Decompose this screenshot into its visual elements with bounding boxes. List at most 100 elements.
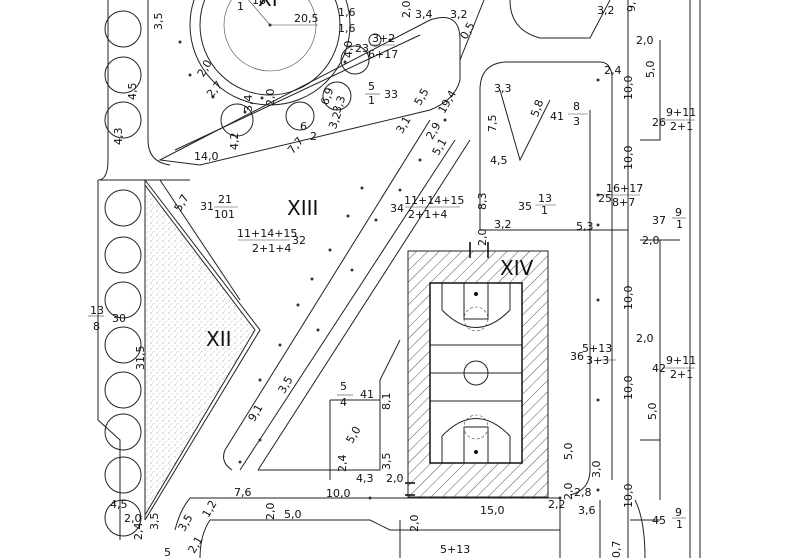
- fraction-bars: [88, 44, 695, 519]
- dim-label: 45: [652, 514, 666, 527]
- dim-label: 2,7: [204, 79, 225, 101]
- dim-label: 30: [112, 312, 126, 325]
- dim-label: 8: [93, 320, 100, 333]
- trees-plaza-ring: [220, 33, 382, 137]
- dim-label: 3,2: [326, 110, 344, 131]
- dim-label: 3,5: [276, 374, 296, 396]
- round-plaza: [189, 0, 351, 106]
- dim-label: 5,0: [344, 424, 364, 446]
- dim-label: 10,0: [622, 484, 635, 509]
- dim-label: 2,0: [400, 1, 413, 19]
- dim-label: 2,0: [636, 332, 654, 345]
- dim-label: 2,0: [476, 229, 489, 247]
- dim-label: 3,2: [450, 8, 468, 21]
- dim-label: 35: [518, 200, 532, 213]
- dimension-labels: 1 18 20,5 1,6 1,6 2,0 3,4 3,2 0,5 3,2 9,…: [90, 0, 696, 558]
- dim-label: 10,0: [622, 286, 635, 311]
- dim-label: 5,0: [646, 403, 659, 421]
- dim-label: 1: [541, 204, 548, 217]
- dim-label: 4,5: [126, 83, 139, 101]
- dim-label: 2,0: [562, 483, 575, 501]
- dim-label: 9,1: [625, 0, 638, 12]
- dim-label: 2+1: [670, 368, 693, 381]
- dim-label: 5,3: [576, 220, 594, 233]
- dim-label: 2,2: [548, 498, 566, 511]
- dim-label: 5,7: [172, 192, 192, 214]
- dim-label: 42: [652, 362, 666, 375]
- dim-label: 0,7: [610, 541, 623, 558]
- dim-label: 1: [676, 518, 683, 531]
- dim-label: 10,0: [326, 487, 351, 500]
- dim-label: 3,0: [590, 461, 603, 479]
- basketball-court: [405, 242, 549, 498]
- dim-label: 8+7: [612, 196, 635, 209]
- dim-label: 21: [218, 193, 232, 206]
- dim-label: 5+13: [440, 543, 470, 556]
- dim-label: 33: [384, 88, 398, 101]
- dim-label: 5: [340, 380, 347, 393]
- dim-label: 36: [570, 350, 584, 363]
- dim-label: 5+13: [582, 342, 612, 355]
- dim-label: 13: [538, 192, 552, 205]
- dim-label: 1,6: [338, 6, 356, 19]
- stake-points: [178, 23, 600, 500]
- dim-label: 3,4: [415, 8, 433, 21]
- dim-label: 2,8: [574, 486, 592, 499]
- dim-label: 11+14+15: [404, 194, 464, 207]
- dim-label: 41: [550, 110, 564, 123]
- dim-label: 18: [252, 0, 266, 7]
- dim-label: 4,3: [356, 472, 374, 485]
- dim-label: 2,0: [642, 234, 660, 247]
- dim-label: 2,0: [636, 34, 654, 47]
- dim-label: 16+17: [606, 182, 643, 195]
- dim-label: 3,2: [597, 4, 615, 17]
- dim-label: 4: [340, 396, 347, 409]
- dim-label: 4,0: [342, 41, 355, 59]
- dim-label: 4,5: [490, 154, 508, 167]
- dim-label: 3,5: [152, 13, 165, 31]
- dim-label: 3+2: [372, 32, 395, 45]
- dim-label: 3: [573, 115, 580, 128]
- dim-label: 8,1: [380, 393, 393, 411]
- dim-label: 2+1: [670, 120, 693, 133]
- zone-label-xi: XI: [258, 0, 278, 11]
- dim-label: 2: [310, 130, 317, 143]
- dim-label: 25: [598, 192, 612, 205]
- dim-label: 2,4: [336, 455, 349, 473]
- dim-label: 5,0: [644, 61, 657, 79]
- dim-label: 34: [390, 202, 404, 215]
- dim-label: 2,0: [386, 472, 404, 485]
- dim-label: 5,8: [528, 98, 546, 119]
- dim-label: 6+17: [368, 48, 398, 61]
- dim-label: 2+1+4: [252, 242, 291, 255]
- dim-label: 3,3: [330, 94, 348, 115]
- dim-label: 32: [292, 234, 306, 247]
- dim-label: 4,5: [110, 498, 128, 511]
- zone-label-xiv: XIV: [500, 256, 534, 280]
- dim-label: 3,3: [494, 82, 512, 95]
- dim-label: 5,5: [412, 86, 432, 108]
- dim-label: 9+11: [666, 354, 696, 367]
- dim-label: 1,6: [338, 22, 356, 35]
- dim-label: 9: [675, 206, 682, 219]
- dim-label: 8,3: [476, 193, 489, 211]
- dim-label: 31,5: [134, 346, 147, 371]
- dim-label: 3,5: [148, 513, 161, 531]
- road-network: [97, 0, 701, 558]
- dim-label: 6,9: [318, 86, 336, 107]
- dim-label: 9,1: [246, 402, 266, 424]
- dim-label: 9: [675, 506, 682, 519]
- dim-label: 2,0: [264, 503, 277, 521]
- dim-label: 6: [300, 120, 307, 133]
- dim-label: 2,4: [604, 64, 622, 77]
- dim-label: 2,4: [132, 523, 145, 541]
- dim-label: 5: [368, 80, 375, 93]
- dim-label: 2,0: [124, 512, 142, 525]
- dim-label: 3,5: [176, 512, 196, 534]
- dim-label: 2+1+4: [408, 208, 447, 221]
- dim-label: 23: [355, 42, 369, 55]
- zone-label-xiii: XIII: [287, 196, 318, 220]
- dim-label: 3,5: [380, 453, 393, 471]
- dim-label: 11+14+15: [237, 227, 297, 240]
